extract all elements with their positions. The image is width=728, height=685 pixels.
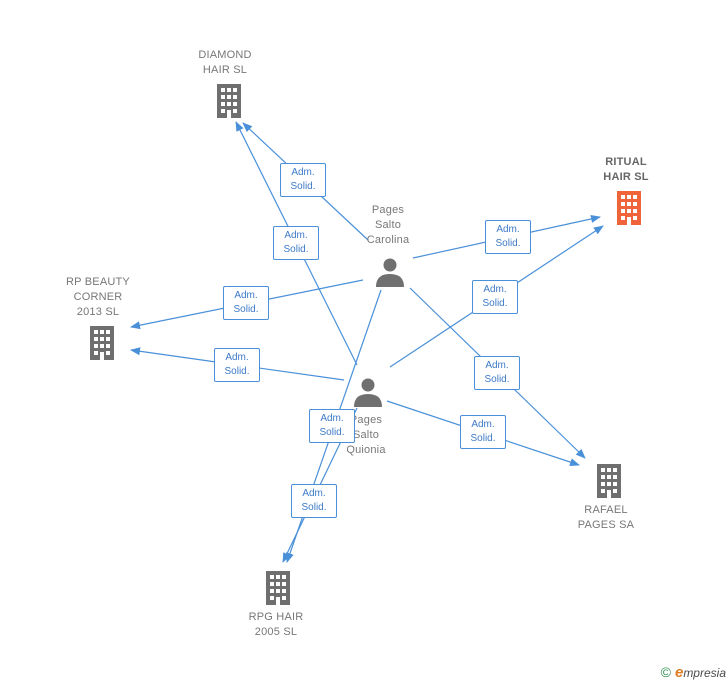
rafael-building-icon[interactable] [597, 464, 621, 498]
rafael-label: RAFAEL PAGES SA [577, 504, 635, 531]
edge-label-carolina-rpg[interactable]: Adm.Solid. [309, 409, 355, 443]
edge-label-carolina-diamond[interactable]: Adm.Solid. [280, 163, 326, 197]
edge-label-quionia-rpg[interactable]: Adm.Solid. [291, 484, 337, 518]
edge-label-carolina-rpbeauty[interactable]: Adm.Solid. [223, 286, 269, 320]
rpbeauty-label: RP BEAUTY CORNER 2013 SL [66, 276, 130, 318]
edge-label-carolina-ritual[interactable]: Adm.Solid. [485, 220, 531, 254]
ritual-building-icon[interactable] [617, 191, 641, 225]
rpbeauty-building-icon[interactable] [90, 326, 114, 360]
rpg-building-icon[interactable] [266, 571, 290, 605]
carolina-person-icon[interactable] [376, 258, 404, 288]
diamond-label: DIAMOND HAIR SL [198, 49, 252, 76]
carolina-label: Pages Salto Carolina [366, 204, 410, 246]
brand-logo: empresia [674, 664, 726, 681]
rpg-label: RPG HAIR 2005 SL [248, 611, 304, 638]
edge-label-carolina-rafael[interactable]: Adm.Solid. [474, 356, 520, 390]
ritual-label: RITUAL HAIR SL [603, 156, 649, 183]
diamond-building-icon[interactable] [217, 84, 241, 118]
edge-label-quionia-ritual[interactable]: Adm.Solid. [472, 280, 518, 314]
footer-brand[interactable]: ©empresia [661, 664, 726, 681]
quionia-person-icon[interactable] [354, 378, 382, 408]
edge-label-quionia-diamond[interactable]: Adm.Solid. [273, 226, 319, 260]
quionia-label: Pages Salto Quionia [346, 414, 386, 456]
edge-label-quionia-rpbeauty[interactable]: Adm.Solid. [214, 348, 260, 382]
copyright-icon: © [660, 664, 671, 680]
edge-label-quionia-rafael[interactable]: Adm.Solid. [460, 415, 506, 449]
